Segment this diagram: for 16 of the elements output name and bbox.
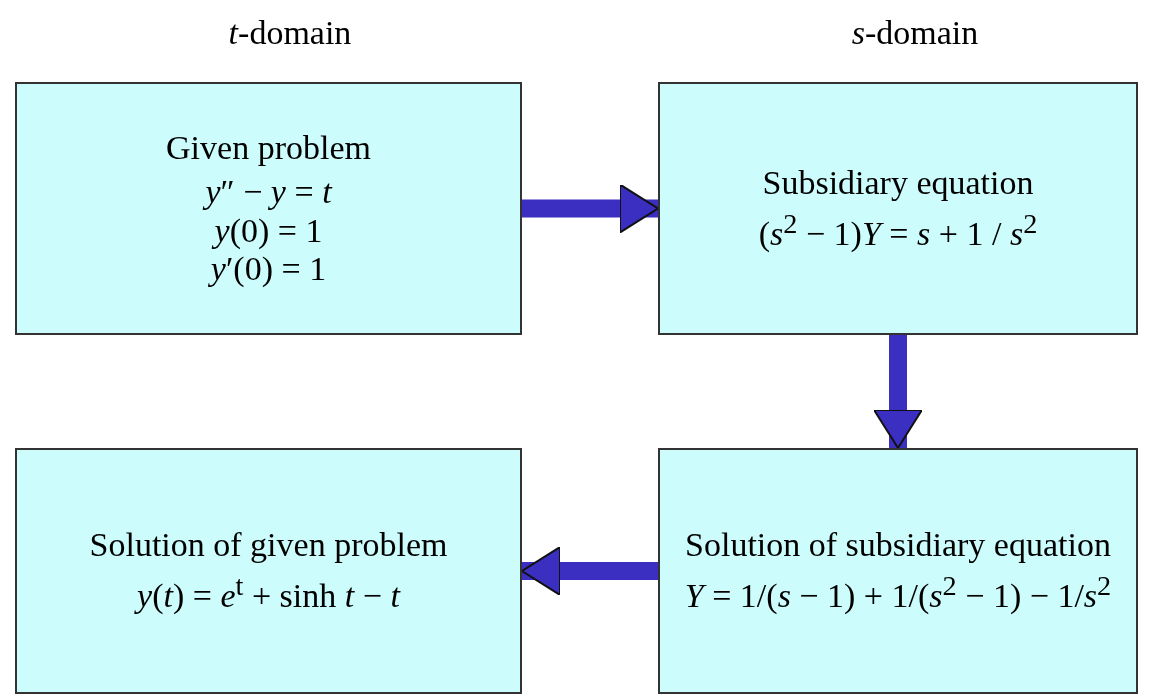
box-heading: Given problem xyxy=(166,129,371,168)
process-box xyxy=(658,448,1138,694)
box-heading: Solution of given problem xyxy=(89,526,448,565)
process-box xyxy=(15,448,522,694)
box-heading: Subsidiary equation xyxy=(762,163,1034,202)
box-heading: Solution of subsidiary equation xyxy=(685,526,1111,565)
block-arrow xyxy=(873,335,923,449)
block-arrow xyxy=(522,183,659,234)
block-arrow xyxy=(521,546,658,596)
domain-label: s-domain xyxy=(850,14,980,52)
process-box xyxy=(15,82,522,335)
equation: y′(0) = 1 xyxy=(210,249,327,288)
equation: Y = 1/(s − 1) + 1/(s$^{2}$ − 1) − 1/s$^{2}$ xyxy=(684,570,1112,616)
domain-label: t-domain xyxy=(227,14,353,52)
process-box xyxy=(658,82,1138,335)
equation: (s$^{2}$ − 1)Y = s + 1 / s$^{2}$ xyxy=(758,207,1038,254)
